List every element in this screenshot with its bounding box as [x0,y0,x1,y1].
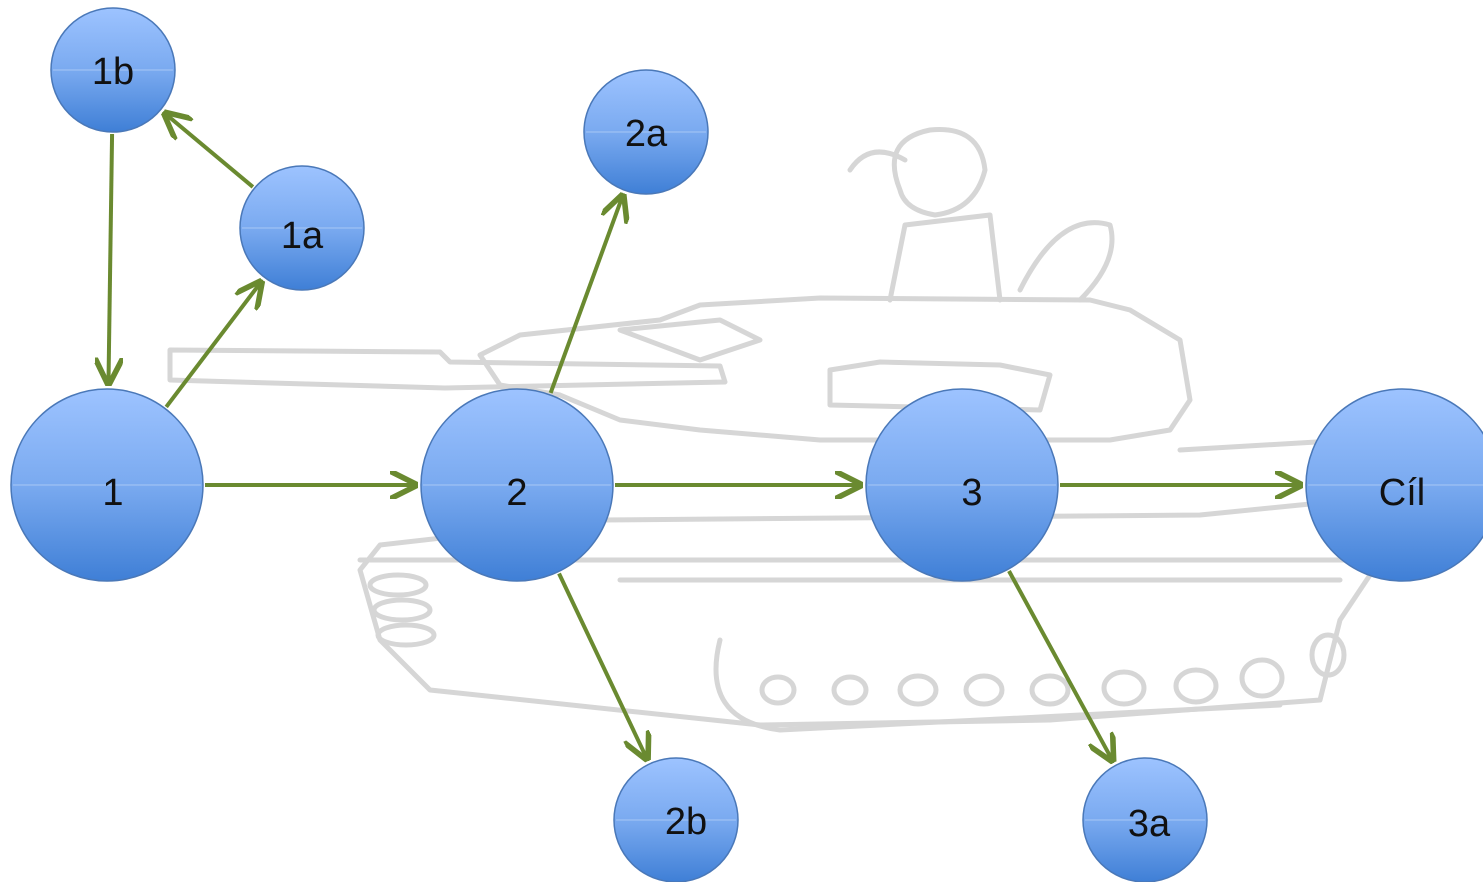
node-circle-n1b [50,7,176,133]
node-circle-cil [1305,388,1483,582]
node-circle-n1a [239,165,365,291]
edges [108,114,1300,761]
node-n1b: 1b [50,7,176,133]
node-label-n3: 3 [961,472,982,514]
arrow-n3-to-n3a [1007,570,1112,760]
node-n2: 2 [420,388,614,582]
arrow-n1b-to-n1 [108,133,112,383]
node-cil: Cíl [1305,388,1483,582]
node-label-n2: 2 [506,472,527,514]
arrow-n2-to-n2a [548,196,623,394]
node-n2b: 2b [613,757,739,882]
node-label-n3a: 3a [1128,803,1171,845]
node-label-n2a: 2a [625,113,668,155]
node-label-n2b: 2b [665,801,707,843]
node-circle-n2b [613,757,739,882]
arrow-n1a-to-n1b [165,114,255,189]
node-circle-n3a [1082,757,1208,882]
node-circle-n2 [420,388,614,582]
node-n2a: 2a [583,69,709,195]
node-n3: 3 [865,388,1059,582]
node-label-n1: 1 [102,472,123,514]
node-label-cil: Cíl [1379,472,1425,514]
arrow-n2-to-n2b [557,572,647,759]
node-label-n1a: 1a [281,215,324,257]
node-n1: 1 [10,388,204,582]
nodes: 1 1a 1b 2 2a 2b 3 3a Cíl [10,7,1483,882]
arrow-n1-to-n1a [164,282,261,409]
node-n1a: 1a [239,165,365,291]
node-label-n1b: 1b [92,51,134,93]
node-n3a: 3a [1082,757,1208,882]
node-circle-n1 [10,388,204,582]
tank-sketch-illustration [167,127,1383,733]
node-circle-n3 [865,388,1059,582]
node-circle-n2a [583,69,709,195]
